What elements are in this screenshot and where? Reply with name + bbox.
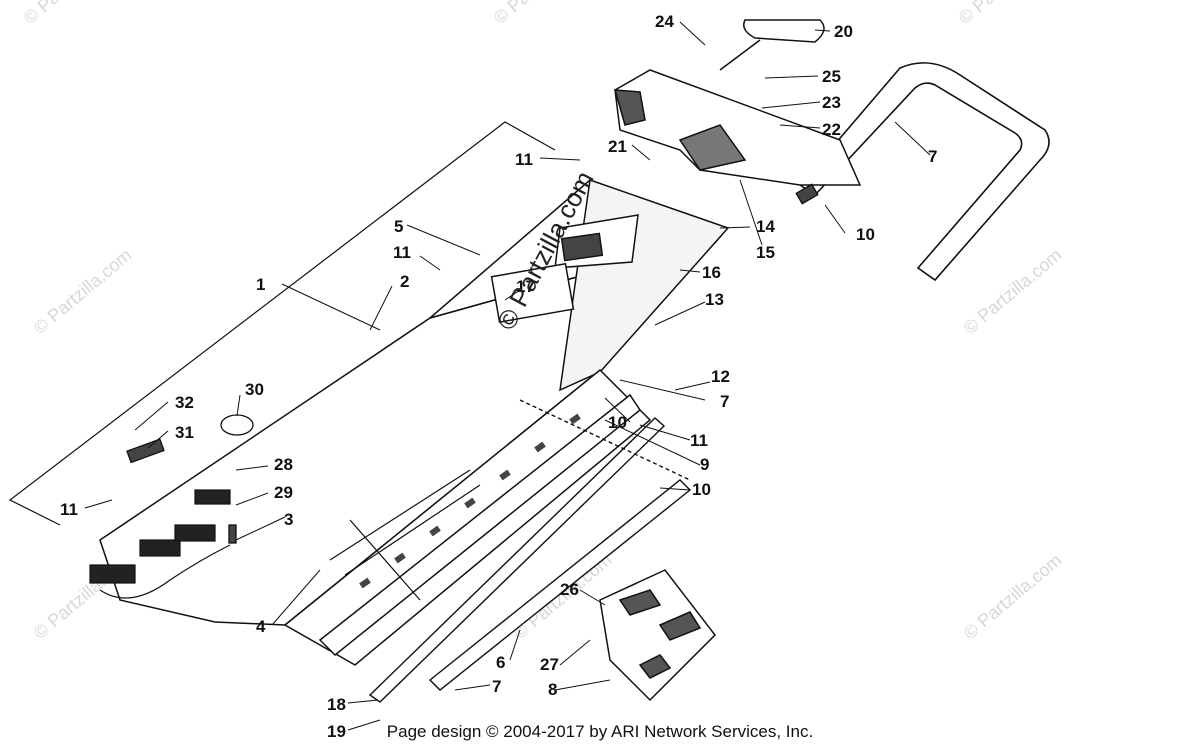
callout-19: 19 xyxy=(327,722,346,741)
callout-6: 6 xyxy=(496,653,505,672)
callout-30: 30 xyxy=(245,380,264,399)
watermark-text: © Partzilla.com xyxy=(30,245,136,338)
callout-22: 22 xyxy=(822,120,841,139)
callout-10c: 10 xyxy=(692,480,711,499)
callout-11a: 11 xyxy=(515,150,533,169)
callout-labels: 1 2 3 4 5 6 7 7 7 7 8 9 10 10 10 11 11 1… xyxy=(60,12,937,741)
callout-26: 26 xyxy=(560,580,579,599)
callout-13: 13 xyxy=(705,290,724,309)
rear-bumper xyxy=(798,62,1050,282)
harness xyxy=(89,489,231,599)
callout-17: 17 xyxy=(516,277,535,296)
callout-3: 3 xyxy=(284,510,293,529)
callout-10b: 10 xyxy=(608,413,627,432)
page-credit: Page design © 2004-2017 by ARI Network S… xyxy=(386,722,814,741)
callout-15: 15 xyxy=(756,243,775,262)
watermark-text: © Partzilla.com xyxy=(20,0,126,28)
callout-8: 8 xyxy=(548,680,557,699)
callout-31: 31 xyxy=(175,423,194,442)
callout-20: 20 xyxy=(834,22,853,41)
callout-24: 24 xyxy=(655,12,674,31)
callout-12: 12 xyxy=(711,367,730,386)
callout-16: 16 xyxy=(702,263,721,282)
callout-1: 1 xyxy=(256,275,265,294)
watermark-text: © Partzilla.com xyxy=(960,245,1066,338)
callout-27: 27 xyxy=(540,655,559,674)
callout-18: 18 xyxy=(327,695,346,714)
callout-32: 32 xyxy=(175,393,194,412)
callout-21: 21 xyxy=(608,137,627,156)
rear-bracket xyxy=(599,569,716,702)
watermark-text: © Partzilla.com xyxy=(960,550,1066,643)
callout-28: 28 xyxy=(274,455,293,474)
callout-7b: 7 xyxy=(720,392,729,411)
callout-4: 4 xyxy=(256,617,266,636)
tunnel-assembly xyxy=(99,178,730,666)
watermark-text: © Partzilla.com xyxy=(955,0,1061,28)
callout-14: 14 xyxy=(756,217,775,236)
small-parts xyxy=(126,183,819,544)
callout-9: 9 xyxy=(700,455,709,474)
callout-25: 25 xyxy=(822,67,841,86)
callout-11c: 11 xyxy=(690,431,708,450)
callout-2: 2 xyxy=(400,272,409,291)
assembly-bracket xyxy=(8,121,556,526)
rear-tail-section xyxy=(613,19,862,186)
callout-23: 23 xyxy=(822,93,841,112)
leader-lines xyxy=(84,21,931,731)
callout-11d: 11 xyxy=(60,500,78,519)
callout-10a: 10 xyxy=(856,225,875,244)
callout-29: 29 xyxy=(274,483,293,502)
watermark-text: © Partzilla.com xyxy=(490,0,596,28)
callout-7c: 7 xyxy=(492,677,501,696)
callout-7a: 7 xyxy=(928,147,937,166)
callout-5: 5 xyxy=(394,217,403,236)
callout-11b: 11 xyxy=(393,243,411,262)
